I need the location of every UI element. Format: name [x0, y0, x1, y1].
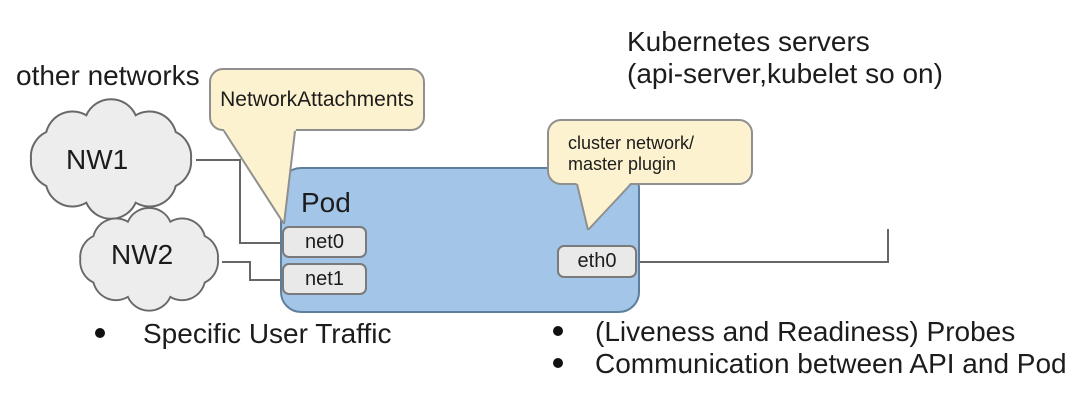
other-networks-label: other networks	[16, 60, 200, 91]
callout-cluster-network-line1: cluster network/	[568, 133, 695, 153]
connector-nw2-net1	[222, 261, 282, 281]
bullet-item-specific-user-traffic: Specific User Traffic	[95, 318, 391, 350]
connector-eth0-servers	[637, 229, 889, 263]
callout-cluster-network: cluster network/ master plugin	[547, 119, 753, 185]
bullet-dot	[553, 358, 563, 368]
interface-box-net1: net1	[282, 263, 367, 295]
bullet-text-probes: (Liveness and Readiness) Probes	[595, 316, 1016, 347]
cloud-label-nw2: NW2	[111, 239, 174, 270]
bullet-text-specific-user-traffic: Specific User Traffic	[143, 318, 392, 349]
kubernetes-servers-label: Kubernetes servers (api-server,kubelet s…	[627, 26, 943, 90]
kubernetes-servers-line1: Kubernetes servers	[627, 26, 870, 57]
callout-network-attachments-text: NetworkAttachments	[220, 87, 414, 111]
connector-nw1-net0	[196, 159, 282, 244]
callout-network-attachments: NetworkAttachments	[209, 68, 425, 131]
pod-rect	[280, 167, 640, 313]
kubernetes-servers-line2: (api-server,kubelet so on)	[627, 58, 943, 89]
interface-box-net0: net0	[282, 226, 367, 258]
bullet-text-communication: Communication between API and Pod	[595, 348, 1067, 379]
bullet-dot	[95, 328, 105, 338]
bullet-dot	[553, 326, 563, 336]
callout-cluster-network-line2: master plugin	[568, 154, 677, 174]
pod-label: Pod	[301, 187, 351, 218]
interface-box-eth0: eth0	[557, 245, 637, 278]
bullet-item-communication: Communication between API and Pod	[553, 348, 1067, 380]
cloud-label-nw1: NW1	[66, 144, 129, 175]
bullet-item-probes: (Liveness and Readiness) Probes	[553, 316, 1015, 348]
